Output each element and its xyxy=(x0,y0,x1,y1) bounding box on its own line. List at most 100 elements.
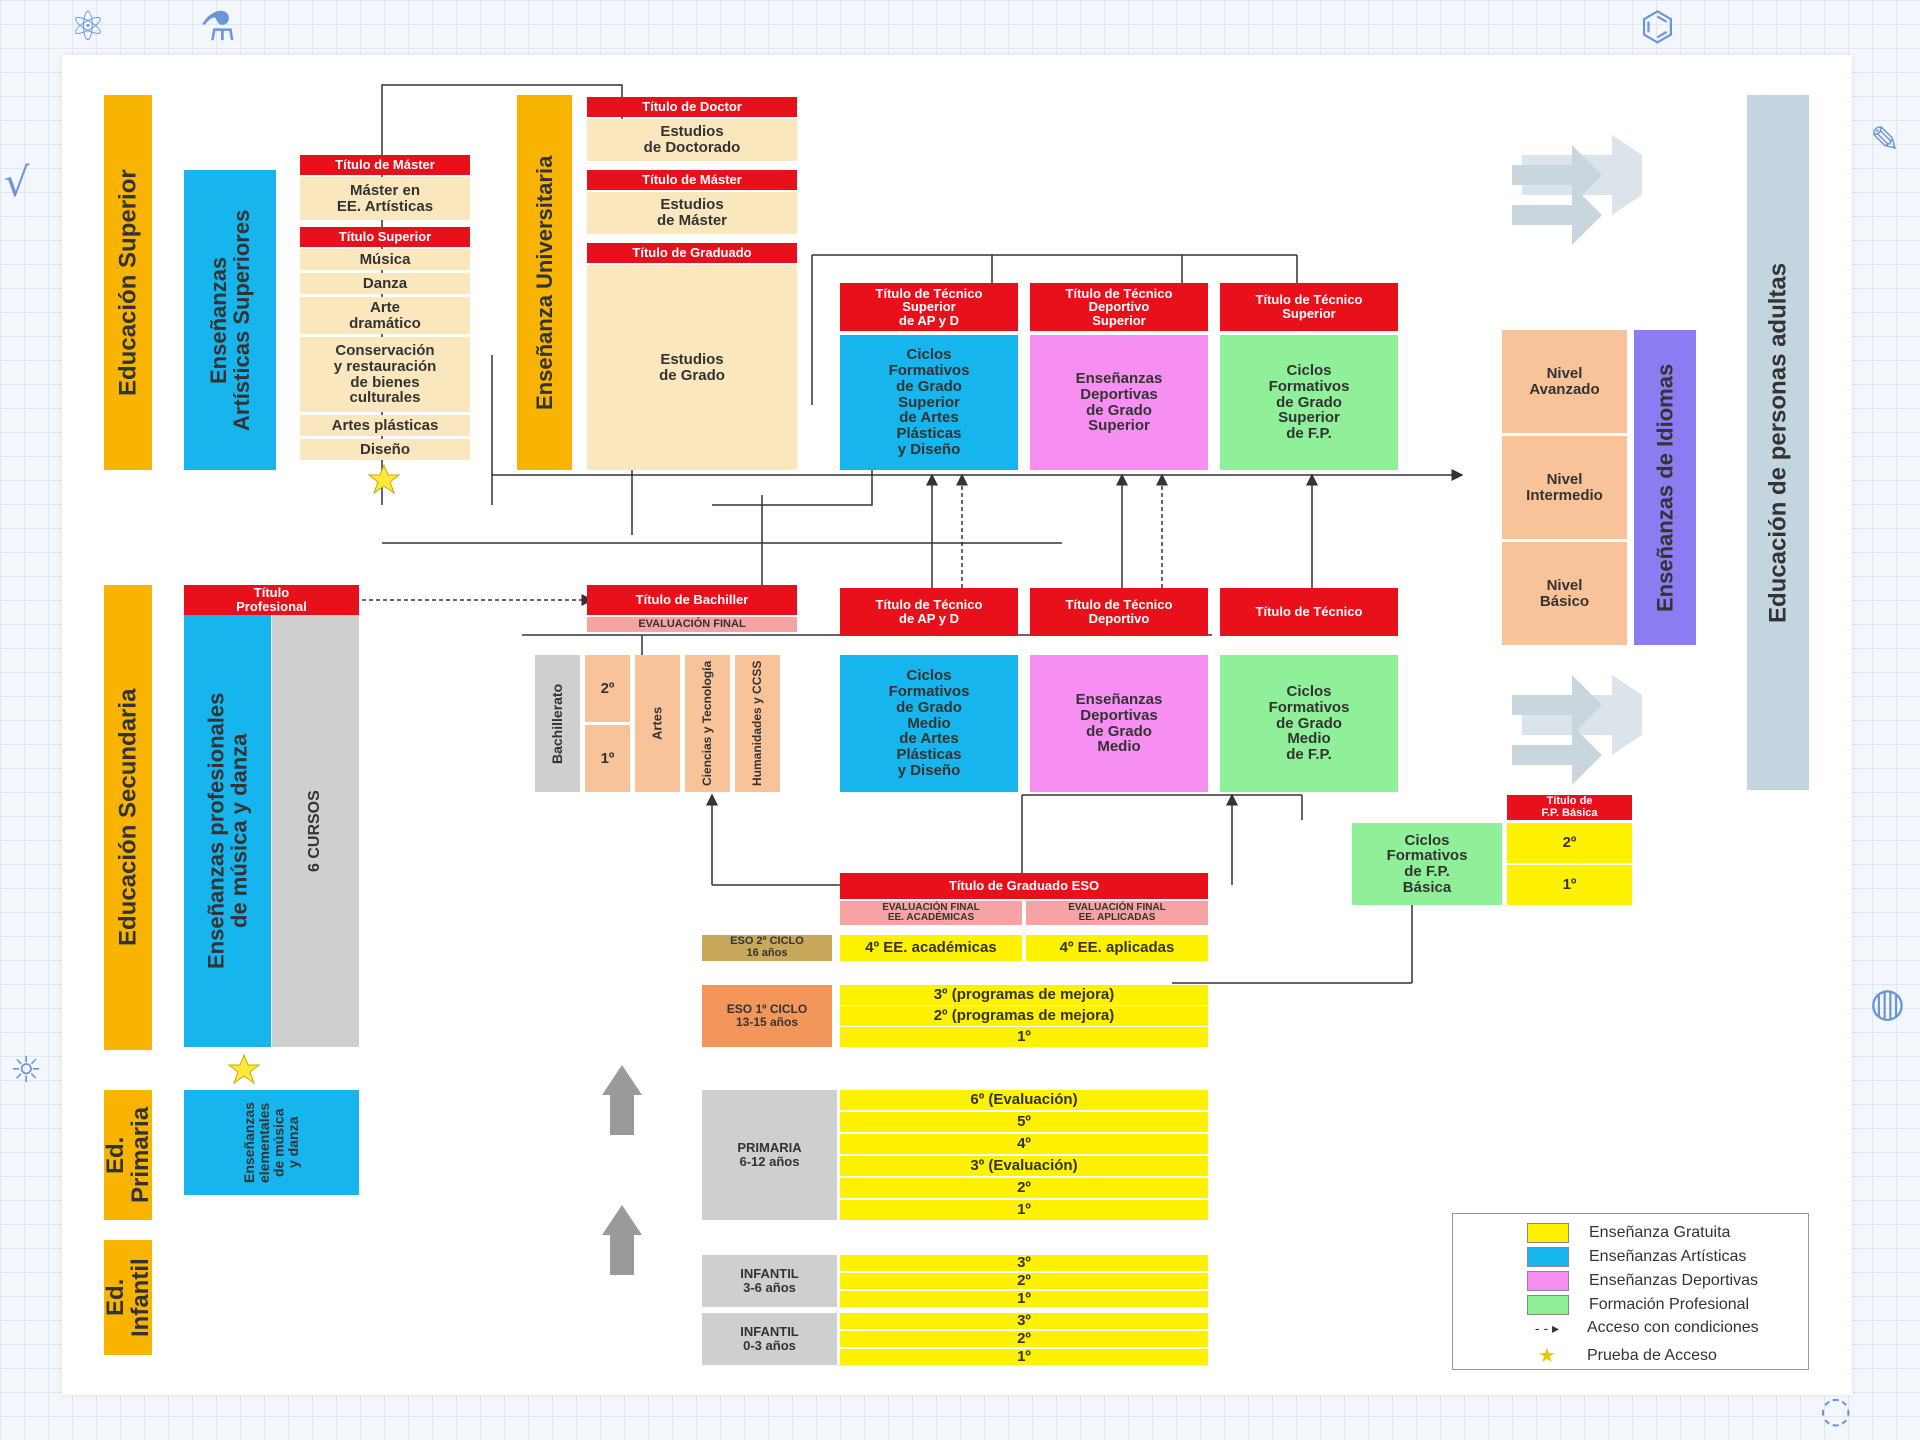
bach-human: Humanidades y CCSS xyxy=(735,655,780,792)
bach-y1: 1º xyxy=(585,725,630,792)
cfgs-fp: Ciclos Formativos de Grado Superior de F… xyxy=(1220,335,1398,470)
primary-label: Ed. Primaria xyxy=(104,1090,152,1220)
legend-swatch xyxy=(1527,1271,1569,1291)
tecnico-dep-sup-title: Título de Técnico Deportivo Superior xyxy=(1030,283,1208,331)
cfgm-fp: Ciclos Formativos de Grado Medio de F.P. xyxy=(1220,655,1398,792)
legend-row-artisticas: Enseñanzas Artísticas xyxy=(1527,1247,1746,1267)
legend-row-acceso: - - ▸ Acceso con condiciones xyxy=(1527,1319,1759,1337)
tecnico-title: Título de Técnico xyxy=(1220,588,1398,636)
tecnico-apd-title: Título de Técnico de AP y D xyxy=(840,588,1018,636)
tecnico-sup-title: Título de Técnico Superior xyxy=(1220,283,1398,331)
legend-row-fp: Formación Profesional xyxy=(1527,1295,1749,1315)
inf-b-y1: 1º xyxy=(840,1349,1208,1365)
inf-a-y1: 1º xyxy=(840,1291,1208,1307)
molecule-doodle-icon: ⌬ xyxy=(1640,4,1675,50)
infantil-a: INFANTIL 3-6 años xyxy=(702,1255,837,1307)
art-item-danza: Danza xyxy=(300,273,470,294)
uni-master: Estudios de Máster xyxy=(587,192,797,234)
prim-y1: 1º xyxy=(840,1200,1208,1220)
secondary-label: Educación Secundaria xyxy=(104,585,152,1050)
cfgm-apd: Ciclos Formativos de Grado Medio de Arte… xyxy=(840,655,1018,792)
art-master-title: Título de Máster xyxy=(300,155,470,175)
nivel-avanzado: Nivel Avanzado xyxy=(1502,330,1627,433)
artistic-superior-label: Enseñanzas Artísticas Superiores xyxy=(184,170,276,470)
eso-acad: 4º EE. académicas xyxy=(840,935,1022,961)
fpb-y1: 1º xyxy=(1507,865,1632,905)
legend-label: Enseñanzas Deportivas xyxy=(1589,1272,1758,1289)
inf-a-y3: 3º xyxy=(840,1255,1208,1271)
university-label: Enseñanza Universitaria xyxy=(517,95,572,470)
doctorado: Estudios de Doctorado xyxy=(587,119,797,161)
eso-y2: 2º (programas de mejora) xyxy=(840,1006,1208,1026)
ed-medio: Enseñanzas Deportivas de Grado Medio xyxy=(1030,655,1208,792)
legend-label: Enseñanzas Artísticas xyxy=(1589,1248,1747,1265)
art-sup-title: Título Superior xyxy=(300,227,470,247)
art-master: Máster en EE. Artísticas xyxy=(300,177,470,220)
legend-row-gratuita: Enseñanza Gratuita xyxy=(1527,1223,1730,1243)
grado: Estudios de Grado xyxy=(587,265,797,470)
eso-apli: 4º EE. aplicadas xyxy=(1026,935,1208,961)
primaria-label: PRIMARIA 6-12 años xyxy=(702,1090,837,1220)
grad-title: Título de Graduado xyxy=(587,243,797,263)
inf-b-y3: 3º xyxy=(840,1313,1208,1329)
adults-label: Educación de personas adultas xyxy=(1747,95,1809,790)
prim-y6: 6º (Evaluación) xyxy=(840,1090,1208,1110)
ed-sup: Enseñanzas Deportivas de Grado Superior xyxy=(1030,335,1208,470)
idiomas-label: Enseñanzas de Idiomas xyxy=(1634,330,1696,645)
dashed-arrow-icon: - - ▸ xyxy=(1534,1319,1560,1336)
eso-c2: ESO 2º CICLO 16 años xyxy=(702,935,832,961)
art-item-arte: Arte dramático xyxy=(300,297,470,334)
bach-eval: EVALUACIÓN FINAL xyxy=(587,617,797,632)
eso-eval-b: EVALUACIÓN FINAL EE. APLICADAS xyxy=(1026,901,1208,925)
six-courses-label: 6 CURSOS xyxy=(272,615,359,1047)
atom-doodle-icon: ⚛ xyxy=(70,4,106,50)
nivel-basico: Nivel Básico xyxy=(1502,542,1627,645)
legend-label: Acceso con condiciones xyxy=(1587,1319,1759,1336)
uni-master-title: Título de Máster xyxy=(587,170,797,190)
legend-swatch xyxy=(1527,1295,1569,1315)
bach-label: Bachillerato xyxy=(535,655,580,792)
bach-y2: 2º xyxy=(585,655,630,722)
sqrt-doodle-icon: √ xyxy=(4,160,30,206)
fpb-cycle: Ciclos Formativos de F.P. Básica xyxy=(1352,823,1502,905)
legend-label: Formación Profesional xyxy=(1589,1296,1750,1313)
bach-ciencias: Ciencias y Tecnología xyxy=(685,655,730,792)
eso-eval-a: EVALUACIÓN FINAL EE. ACADÉMICAS xyxy=(840,901,1022,925)
legend-swatch xyxy=(1527,1223,1569,1243)
elemental-music-label: Enseñanzas elementales de música y danza xyxy=(184,1090,359,1195)
star-icon: ★ xyxy=(1538,1345,1556,1367)
prim-y5: 5º xyxy=(840,1112,1208,1132)
nivel-intermedio: Nivel Intermedio xyxy=(1502,436,1627,539)
legend-label: Prueba de Acceso xyxy=(1587,1346,1717,1364)
cfgs-apd: Ciclos Formativos de Grado Superior de A… xyxy=(840,335,1018,470)
art-item-plasticas: Artes plásticas xyxy=(300,415,470,436)
doctor-title: Título de Doctor xyxy=(587,97,797,117)
prim-y3: 3º (Evaluación) xyxy=(840,1156,1208,1176)
eso-c1: ESO 1º CICLO 13-15 años xyxy=(702,985,832,1047)
bachiller-title: Título de Bachiller xyxy=(587,585,797,615)
h2o-doodle-icon: ◌ xyxy=(1820,1390,1852,1431)
diagram-sheet: Educación Superior Enseñanzas Artísticas… xyxy=(62,55,1852,1395)
prim-y2: 2º xyxy=(840,1178,1208,1198)
globe-doodle-icon: ◍ xyxy=(1870,980,1905,1026)
tecnico-dep-title: Título de Técnico Deportivo xyxy=(1030,588,1208,636)
fpb-y2: 2º xyxy=(1507,823,1632,863)
legend-swatch xyxy=(1527,1247,1569,1267)
prim-y4: 4º xyxy=(840,1134,1208,1154)
eso-y1: 1º xyxy=(840,1027,1208,1047)
art-item-musica: Música xyxy=(300,249,470,270)
bach-artes: Artes xyxy=(635,655,680,792)
notebook-doodle-icon: ✎ xyxy=(1870,120,1901,161)
eso-y3: 3º (programas de mejora) xyxy=(840,985,1208,1005)
fpb-title: Título de F.P. Básica xyxy=(1507,795,1632,820)
art-item-diseno: Diseño xyxy=(300,439,470,460)
infant-label: Ed. Infantil xyxy=(104,1240,152,1355)
art-item-conservacion: Conservación y restauración de bienes cu… xyxy=(300,337,470,412)
legend-row-deportivas: Enseñanzas Deportivas xyxy=(1527,1271,1758,1291)
bulb-doodle-icon: ☼ xyxy=(10,1050,43,1091)
superior-label: Educación Superior xyxy=(104,95,152,470)
eso-title: Título de Graduado ESO xyxy=(840,873,1208,899)
legend-row-prueba: ★ Prueba de Acceso xyxy=(1527,1343,1717,1368)
infantil-b: INFANTIL 0-3 años xyxy=(702,1313,837,1365)
legend-label: Enseñanza Gratuita xyxy=(1589,1224,1731,1241)
